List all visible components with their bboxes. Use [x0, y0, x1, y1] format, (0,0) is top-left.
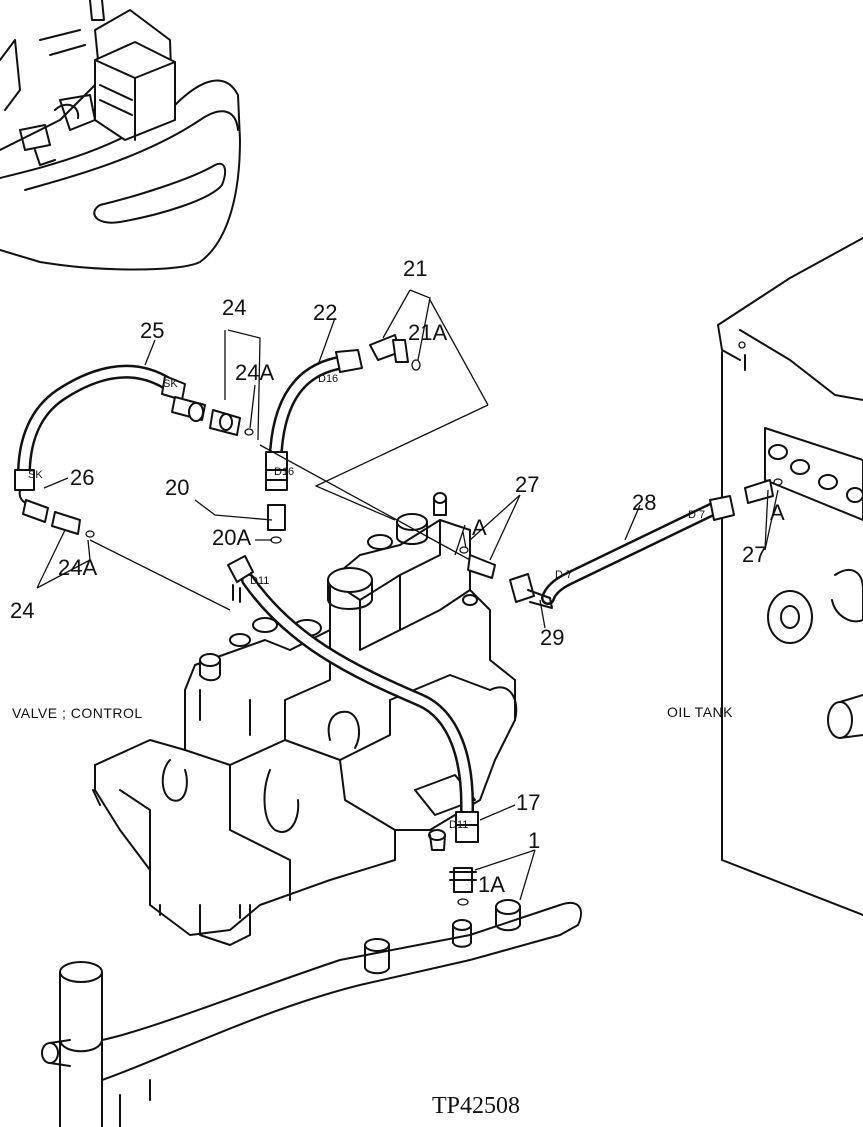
hose-mark-d7-left: D 7 [555, 569, 572, 581]
hose-mark-d16-bottom: D16 [274, 466, 294, 478]
callout-25: 25 [140, 318, 164, 343]
hose-mark-d16-top: D16 [318, 373, 338, 385]
control-valve [92, 492, 518, 946]
callout-24a-left: 24A [58, 555, 97, 580]
callout-a-right: A [770, 500, 785, 525]
callout-27-a: 27 [515, 472, 539, 497]
callout-27-b: 27 [742, 542, 766, 567]
callout-24a-top: 24A [235, 360, 274, 385]
callout-29: 29 [540, 625, 564, 650]
callout-1: 1 [528, 828, 540, 853]
hose-mark-sk-left: SK [28, 469, 43, 481]
hose-markings: SK SK D16 D16 D11 D11 D 7 D 7 [28, 373, 705, 831]
hose-mark-d11-bottom: D11 [449, 819, 468, 831]
callout-28: 28 [632, 490, 656, 515]
hose-mark-sk-top: SK [163, 378, 178, 390]
callout-20: 20 [165, 475, 189, 500]
callout-17: 17 [516, 790, 540, 815]
hose-mark-d11-top: D11 [250, 575, 269, 587]
hose-25 [14, 364, 186, 505]
callout-21: 21 [403, 256, 427, 281]
callout-numbers: 25 24 24A 22 21 21A 26 20 20A 24A 24 A 2… [10, 256, 785, 897]
fittings [22, 334, 783, 906]
return-pipe [41, 899, 582, 1127]
callout-20a: 20A [212, 525, 251, 550]
callout-21a: 21A [408, 320, 447, 345]
hose-17 [227, 555, 479, 843]
leader-lines [36, 289, 779, 901]
callout-24-left: 24 [10, 598, 34, 623]
oil-tank [717, 237, 863, 916]
tank-caption: OIL TANK [667, 704, 733, 720]
callout-22: 22 [313, 300, 337, 325]
valve-caption: VALVE ; CONTROL [12, 705, 143, 721]
callout-1a: 1A [478, 872, 505, 897]
hose-mark-d7-right: D 7 [688, 509, 705, 521]
callout-24-top: 24 [222, 295, 246, 320]
callout-a-mid: A [472, 515, 487, 540]
hose-28 [509, 495, 735, 609]
cab-console [0, 0, 241, 271]
hose-22 [265, 349, 363, 491]
callout-26: 26 [70, 465, 94, 490]
reference-number: TP42508 [432, 1093, 520, 1119]
